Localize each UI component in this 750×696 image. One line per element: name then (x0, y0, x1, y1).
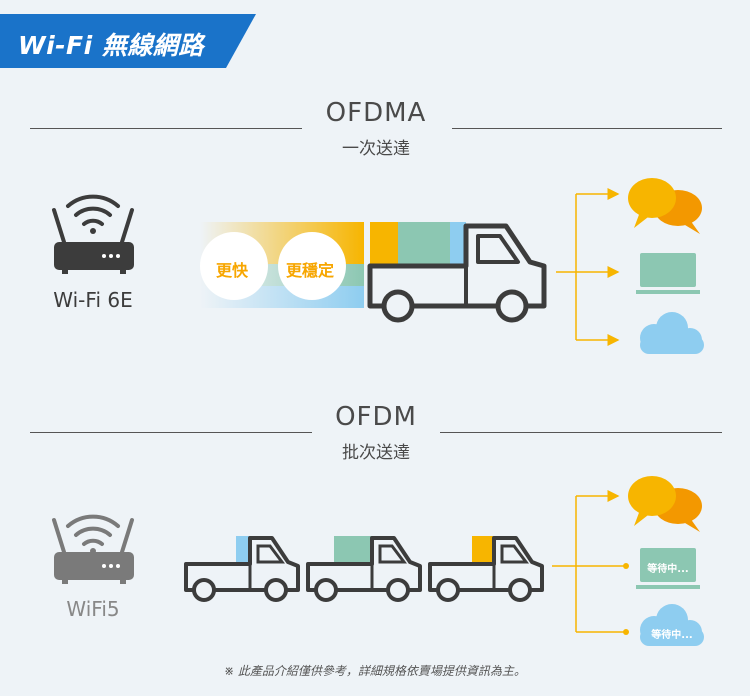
banner-title: Wi-Fi 無線網路 (18, 31, 204, 60)
truck-icon (367, 222, 547, 323)
laptop-icon (636, 253, 700, 294)
ofdma-rule-left (30, 128, 302, 129)
ofdma-rule-right (452, 128, 722, 129)
truck-icon (428, 536, 544, 602)
ofdma-router-label: Wi-Fi 6E (53, 288, 133, 312)
ofdm-router-label: WiFi5 (66, 597, 120, 621)
banner-shape (0, 14, 256, 68)
badge-faster-label: 更快 (216, 261, 249, 280)
ofdm-subtitle: 批次送達 (342, 443, 410, 463)
laptop-icon (636, 548, 700, 589)
wifi-router-icon (52, 514, 134, 584)
truck-icon (306, 536, 422, 602)
ofdm-connectors (552, 490, 629, 635)
chat-bubbles-icon (628, 178, 702, 234)
ofdm-title: OFDM (335, 402, 417, 432)
chat-bubbles-icon (628, 476, 702, 532)
cloud-icon (640, 312, 704, 354)
banner: Wi-Fi 無線網路 (0, 14, 256, 68)
footer-note: ※ 此產品介紹僅供參考，詳細規格依賣場提供資訊為主。 (224, 664, 526, 678)
cloud-icon (640, 604, 704, 646)
ofdm-rule-right (440, 432, 722, 433)
truck-icon (184, 536, 300, 602)
badge-stable (278, 232, 346, 300)
badge-stable-label: 更穩定 (286, 261, 335, 280)
badge-faster (200, 232, 268, 300)
ofdm-rule-left (30, 432, 312, 433)
cloud-waiting-label: 等待中... (651, 630, 693, 641)
ofdma-title: OFDMA (325, 98, 427, 128)
wifi-router-icon (52, 194, 134, 274)
laptop-waiting-label: 等待中... (647, 564, 689, 575)
ofdma-subtitle: 一次送達 (342, 139, 410, 159)
ofdma-connectors (556, 188, 620, 346)
